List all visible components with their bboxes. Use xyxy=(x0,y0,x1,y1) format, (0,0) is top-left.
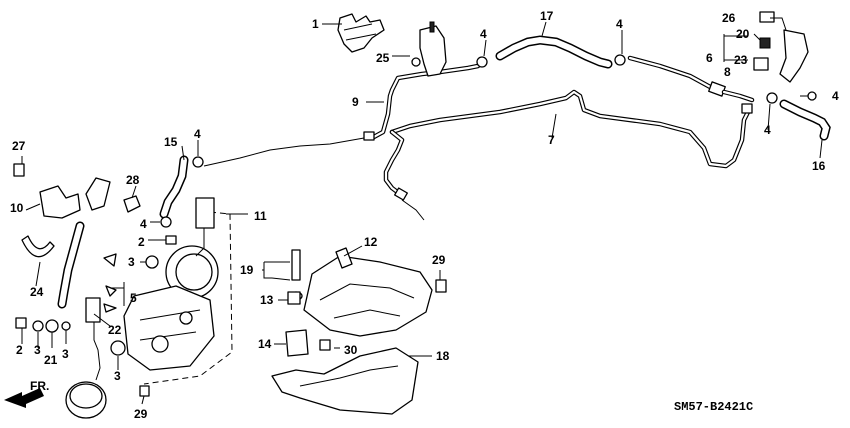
callout-26: 26 xyxy=(722,11,736,25)
bracket-clip-1 xyxy=(337,13,385,53)
pipe-assembly xyxy=(363,55,755,201)
hose-24 xyxy=(57,221,85,309)
grommet-20 xyxy=(759,37,771,49)
callout-27: 27 xyxy=(12,139,26,153)
callout-4-right: 4 xyxy=(832,89,839,103)
hose-17 xyxy=(495,35,613,69)
callout-4-top-a: 4 xyxy=(480,27,487,41)
hose-15 xyxy=(159,155,189,219)
callout-3-bl-b: 3 xyxy=(62,347,69,361)
washer-3c xyxy=(32,320,44,332)
hose-clamp-24 xyxy=(21,235,55,258)
washer-3d xyxy=(61,321,71,331)
bolt-26 xyxy=(759,11,775,23)
bracket-18 xyxy=(271,347,419,415)
callout-7: 7 xyxy=(548,133,555,147)
front-direction-label: FR. xyxy=(30,379,49,393)
callout-9: 9 xyxy=(352,95,359,109)
callout-3-top: 3 xyxy=(128,255,135,269)
bolt-19 xyxy=(291,249,301,281)
washer-21 xyxy=(45,319,59,333)
bracket-8 xyxy=(779,29,809,83)
diagram-code: SM57-B2421C xyxy=(674,400,753,414)
connector-plug xyxy=(85,177,111,211)
callout-11: 11 xyxy=(254,209,267,223)
callout-14: 14 xyxy=(258,337,272,351)
valve-assembly-11 xyxy=(123,197,233,385)
callout-28: 28 xyxy=(126,173,140,187)
callouts: 1 25 4 17 4 26 20 6 23 8 4 4 16 9 7 15 4… xyxy=(10,9,839,421)
bolt-2a xyxy=(165,235,177,245)
clamp-4-set xyxy=(160,54,817,228)
callout-8: 8 xyxy=(724,65,731,79)
callout-13: 13 xyxy=(260,293,274,307)
bolt-30 xyxy=(319,339,331,351)
callout-20: 20 xyxy=(736,27,750,41)
callout-18: 18 xyxy=(436,349,450,363)
bolt-29b xyxy=(435,279,447,293)
washer-3b xyxy=(110,340,126,356)
callout-12: 12 xyxy=(364,235,378,249)
callout-17: 17 xyxy=(540,9,554,23)
bracket-10 xyxy=(39,185,81,219)
callout-3-bl-a: 3 xyxy=(34,343,41,357)
hose-16 xyxy=(779,99,831,141)
callout-4-left: 4 xyxy=(194,127,201,141)
leader-lines xyxy=(21,17,823,405)
callout-19: 19 xyxy=(240,263,254,277)
washer-3a xyxy=(145,255,159,269)
callout-29-bottom: 29 xyxy=(134,407,148,421)
callout-23: 23 xyxy=(734,53,748,67)
callout-1: 1 xyxy=(312,17,319,31)
callout-16: 16 xyxy=(812,159,826,173)
mounting-bracket-12 xyxy=(303,247,433,337)
callout-4-low: 4 xyxy=(140,217,147,231)
callout-21: 21 xyxy=(44,353,58,367)
sensor-28 xyxy=(123,195,141,213)
callout-22: 22 xyxy=(108,323,122,337)
pipe-bracket xyxy=(419,25,447,77)
callout-2-top: 2 xyxy=(138,235,145,249)
callout-10: 10 xyxy=(10,201,24,215)
collar-13 xyxy=(287,291,301,305)
callout-4-mid: 4 xyxy=(764,123,771,137)
callout-3-bottom: 3 xyxy=(114,369,121,383)
bolt-27 xyxy=(13,163,25,177)
callout-25: 25 xyxy=(376,51,390,65)
bolt-29a xyxy=(139,385,150,397)
callout-6: 6 xyxy=(706,51,713,65)
grommet-23 xyxy=(753,57,769,71)
sensor-22 xyxy=(65,297,107,419)
callout-5: 5 xyxy=(130,291,137,305)
callout-2-bottom: 2 xyxy=(16,343,23,357)
callout-30: 30 xyxy=(344,343,358,357)
mount-rubber-14 xyxy=(285,329,309,357)
bolt-2b xyxy=(15,317,27,329)
callout-4-top-b: 4 xyxy=(616,17,623,31)
callout-15: 15 xyxy=(164,135,178,149)
callout-24: 24 xyxy=(30,285,44,299)
front-direction-indicator: FR. xyxy=(4,379,49,408)
callout-29-right: 29 xyxy=(432,253,446,267)
